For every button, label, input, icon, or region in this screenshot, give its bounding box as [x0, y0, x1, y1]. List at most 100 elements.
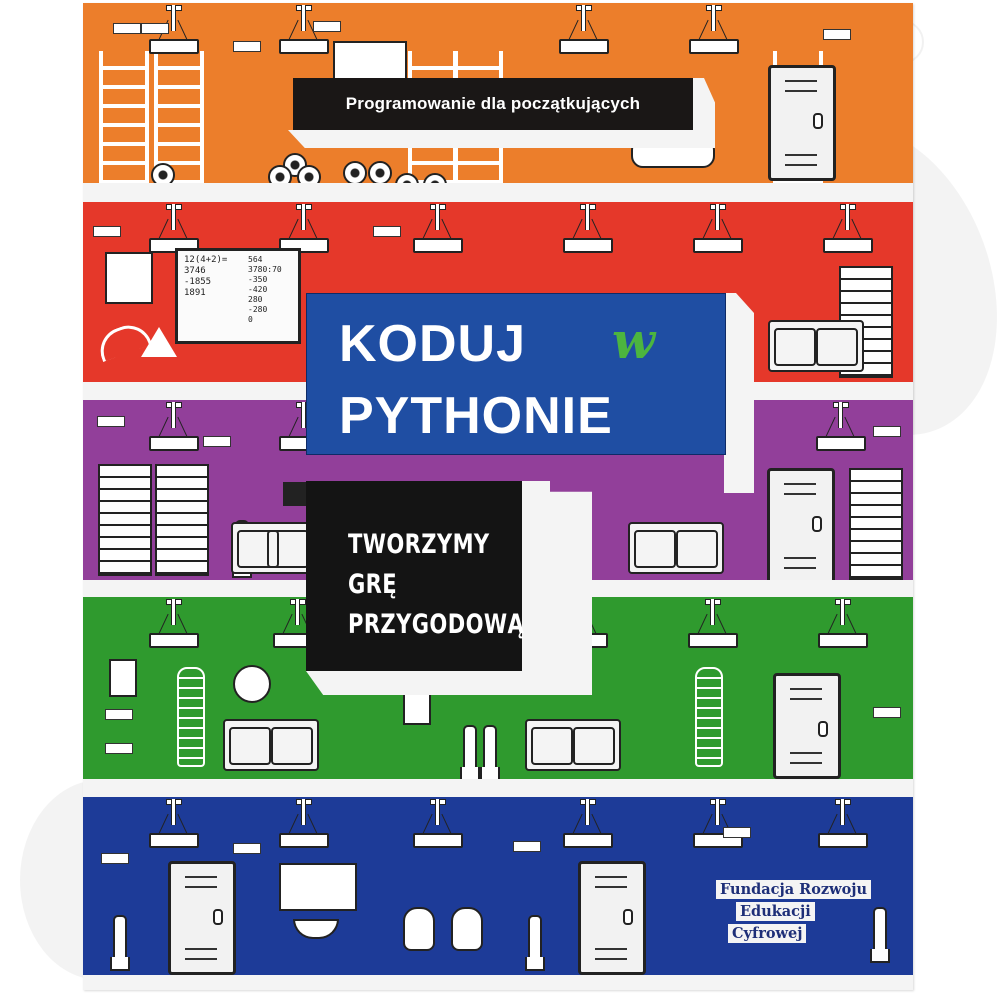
brick-icon	[233, 843, 261, 854]
skeleton-icon	[695, 667, 723, 767]
ball-icon	[297, 165, 321, 183]
title-3d-side	[724, 293, 754, 493]
title-line-2: PYTHONIE	[339, 387, 613, 445]
tagline-line: TWORZYMY	[348, 529, 490, 560]
brick-icon	[203, 436, 231, 447]
locker-door-icon	[773, 673, 841, 779]
plant-pot-icon	[870, 949, 890, 963]
subtitle-3d-bottom	[288, 130, 708, 148]
cabinet-icon	[525, 719, 621, 771]
ceiling-lamp-icon	[818, 599, 868, 649]
subtitle-label: Programowanie dla początkujących	[293, 78, 693, 130]
band-bathroom	[83, 797, 913, 975]
publisher-logo: Fundacja Rozwoju Edukacji Cyfrowej	[716, 880, 872, 946]
brick-icon	[373, 226, 401, 237]
brick-icon	[93, 226, 121, 237]
subtitle-text: Programowanie dla początkujących	[345, 94, 641, 113]
sink-icon	[293, 919, 339, 939]
ceiling-lamp-icon	[689, 5, 739, 55]
ball-icon	[268, 165, 292, 183]
poster-frame-icon	[109, 659, 137, 697]
ceiling-lamp-icon	[563, 799, 613, 849]
ceiling-lamp-icon	[818, 799, 868, 849]
ball-icon	[151, 163, 175, 183]
tagline-text: TWORZYMY GRĘ PRZYGODOWĄ	[348, 525, 524, 645]
locker-door-icon	[767, 468, 835, 580]
plant-pot-icon	[480, 767, 500, 779]
locker-door-icon	[168, 861, 236, 975]
ceiling-lamp-icon	[149, 599, 199, 649]
ladder-icon	[99, 51, 149, 183]
ceiling-lamp-icon	[149, 402, 199, 452]
publisher-line-3: Cyfrowej	[728, 924, 807, 943]
ceiling-lamp-icon	[149, 204, 199, 254]
ladder-icon	[154, 51, 204, 183]
locker-door-icon	[578, 861, 646, 975]
ball-icon	[343, 161, 367, 183]
publisher-line-1: Fundacja Rozwoju	[716, 880, 872, 899]
brick-icon	[105, 709, 133, 720]
title-connector: w	[612, 311, 656, 370]
cabinet-icon	[231, 522, 315, 574]
ceiling-lamp-icon	[816, 402, 866, 452]
tagline-3d-bottom	[306, 671, 592, 695]
brick-icon	[873, 707, 901, 718]
ceiling-lamp-icon	[149, 799, 199, 849]
cactus-icon	[873, 907, 887, 955]
brick-icon	[313, 21, 341, 32]
brick-icon	[513, 841, 541, 852]
ceiling-lamp-icon	[149, 5, 199, 55]
ceiling-lamp-icon	[279, 5, 329, 55]
ceiling-lamp-icon	[413, 799, 463, 849]
title-block: KODUJ w PYTHONIE	[306, 293, 726, 455]
ceiling-lamp-icon	[688, 599, 738, 649]
mirror-icon	[279, 863, 357, 911]
brick-icon	[873, 426, 901, 437]
portrait-frame-icon	[105, 252, 153, 304]
ball-icon	[368, 161, 392, 183]
bookshelf-icon	[849, 468, 903, 580]
brick-icon	[723, 827, 751, 838]
tagline-line: PRZYGODOWĄ	[348, 609, 525, 640]
skeleton-icon	[177, 667, 205, 767]
ceiling-lamp-icon	[279, 204, 329, 254]
band-gym	[83, 3, 913, 183]
plant-pot-icon	[110, 957, 130, 971]
ceiling-lamp-icon	[693, 204, 743, 254]
cactus-icon	[463, 725, 477, 773]
ceiling-lamp-icon	[559, 5, 609, 55]
poster-frame-icon	[403, 689, 431, 725]
ceiling-lamp-icon	[563, 204, 613, 254]
cactus-icon	[483, 725, 497, 773]
cabinet-icon	[628, 522, 724, 574]
brick-icon	[97, 416, 125, 427]
plant-pot-icon	[525, 957, 545, 971]
tagline-3d-side	[522, 481, 592, 695]
cactus-icon	[528, 915, 542, 963]
set-square-icon	[141, 327, 177, 357]
title-line-1: KODUJ	[339, 315, 527, 373]
ceiling-lamp-icon	[413, 204, 463, 254]
cabinet-icon	[768, 320, 864, 372]
bookshelf-icon	[155, 464, 209, 576]
ceiling-lamp-icon	[823, 204, 873, 254]
bookshelf-icon	[98, 464, 152, 576]
urinal-icon	[451, 907, 483, 951]
publisher-line-2: Edukacji	[736, 902, 815, 921]
cabinet-icon	[223, 719, 319, 771]
globe-icon	[233, 665, 271, 703]
brick-icon	[113, 23, 141, 34]
cactus-icon	[113, 915, 127, 963]
tagline-block: TWORZYMY GRĘ PRZYGODOWĄ	[306, 481, 524, 671]
brick-icon	[823, 29, 851, 40]
brick-icon	[141, 23, 169, 34]
ceiling-lamp-icon	[279, 799, 329, 849]
brick-icon	[101, 853, 129, 864]
locker-door-icon	[768, 65, 836, 181]
plant-pot-icon	[460, 767, 480, 779]
